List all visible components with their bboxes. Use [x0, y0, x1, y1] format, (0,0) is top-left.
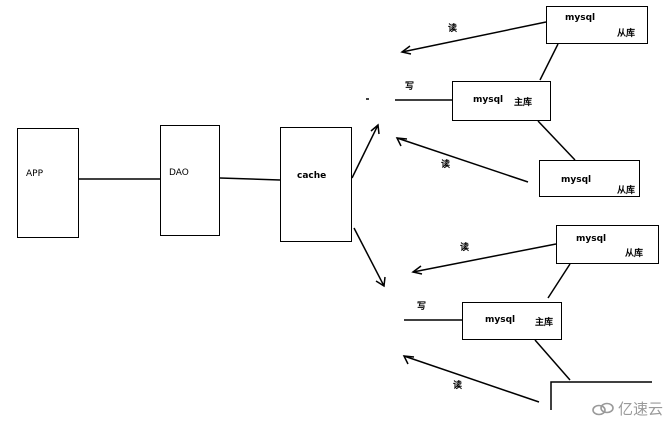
- read-label: 读: [448, 24, 458, 34]
- cache-box: cache: [280, 127, 352, 242]
- read-arrowhead-g1-bottom: [395, 137, 408, 147]
- cache-upper-arrowhead: [370, 123, 380, 135]
- read-arrow-g2-bottom: [403, 355, 540, 403]
- dao-cache-link: [219, 177, 281, 181]
- watermark: 亿速云: [592, 398, 663, 419]
- app-label: APP: [26, 169, 44, 179]
- cache-lower-branch: [353, 227, 385, 287]
- read-arrowhead-g2-top: [411, 265, 423, 275]
- master-slave-link-g1-bottom: [537, 120, 576, 161]
- read-arrowhead-g1-top: [400, 45, 412, 55]
- mysql-role: 主库: [514, 98, 533, 108]
- slave-master-link-g1-top: [539, 43, 559, 81]
- mysql-role: 从库: [617, 29, 636, 39]
- dao-label: DAO: [169, 168, 189, 178]
- master-slave-link-g2-bottom: [534, 339, 571, 381]
- mysql-name: mysql: [473, 95, 504, 105]
- cache-lower-arrowhead: [375, 276, 386, 288]
- mysql-role: 从库: [625, 249, 644, 259]
- mysql-role: 从库: [617, 186, 636, 196]
- watermark-text: 亿速云: [617, 400, 663, 418]
- read-arrow-g2-top: [412, 243, 557, 273]
- cloud-logo-icon: [592, 402, 614, 415]
- write-label: 写: [405, 82, 415, 92]
- mysql-name: mysql: [485, 315, 516, 325]
- mysql-name: mysql: [561, 175, 592, 185]
- mysql-master-box-g1: mysql 主库: [452, 81, 551, 121]
- read-arrowhead-g2-bottom: [402, 355, 415, 365]
- dao-box: DAO: [160, 125, 220, 236]
- app-box: APP: [17, 128, 79, 238]
- read-label: 读: [460, 243, 470, 253]
- read-arrow-g1-top: [401, 21, 547, 53]
- mysql-master-box-g2: mysql 主库: [462, 302, 562, 340]
- cache-label: cache: [297, 171, 327, 181]
- mysql-slave-box-g2-top: mysql 从库: [556, 225, 659, 264]
- mysql-name: mysql: [576, 234, 607, 244]
- slave-master-link-g2: [547, 263, 571, 299]
- read-arrow-g1-bottom: [396, 137, 529, 183]
- partial-slave-box-g2-bottom: [550, 381, 652, 410]
- write-label: 写: [417, 302, 427, 312]
- mysql-slave-box-g1-top: mysql 从库: [546, 6, 648, 44]
- read-label: 读: [441, 160, 451, 170]
- read-label: 读: [453, 381, 463, 391]
- mysql-name: mysql: [565, 13, 596, 23]
- cache-upper-branch: [351, 124, 379, 179]
- mysql-role: 主库: [535, 318, 554, 328]
- mysql-slave-box-g1-bottom: mysql 从库: [539, 160, 640, 197]
